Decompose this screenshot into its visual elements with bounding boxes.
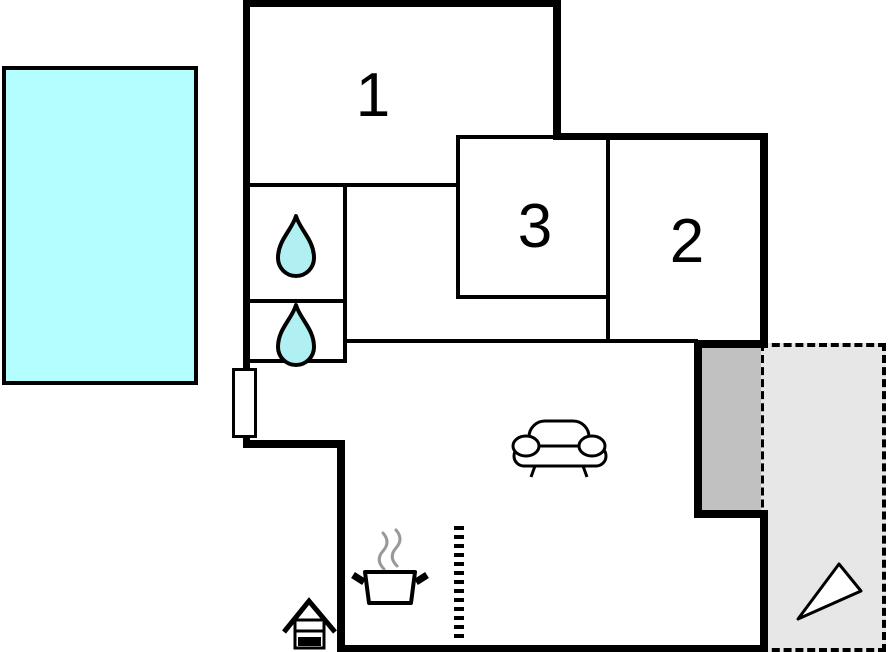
water-drop-icon [276,214,316,278]
wall-room1-right [553,0,561,140]
covered-entrance [701,347,761,511]
wall-niche-top [694,340,768,348]
sofa-icon [511,419,608,478]
wall-bottom [337,645,767,652]
room-2-label: 2 [669,207,705,276]
wall-bath-divider [243,299,347,303]
wall-bath-right [343,183,347,363]
wall-hall-bottom [343,339,698,343]
cooking-pot-icon [351,528,429,605]
wall-right-lower [760,510,768,652]
water-drop-icon [276,303,316,367]
room-1-label: 1 [355,61,391,130]
wall-room2-top [553,133,768,140]
compass-arrow-icon [796,562,863,621]
wall-room2-right [760,133,768,348]
entrance-door [232,368,257,438]
room-3-walls [456,135,610,299]
wall-kitchen-vertical [337,440,345,652]
wall-room1-bottom [243,183,460,187]
steam-line [390,528,402,568]
wall-entry-horizontal [243,440,345,448]
wall-niche-bottom [694,510,768,518]
steam-line [377,531,389,571]
room-3-label: 3 [517,192,553,261]
wall-top [243,0,561,7]
dashed-divider-line [454,526,464,639]
swimming-pool [2,66,198,385]
wall-niche-left [694,340,702,518]
house-icon [282,597,337,650]
